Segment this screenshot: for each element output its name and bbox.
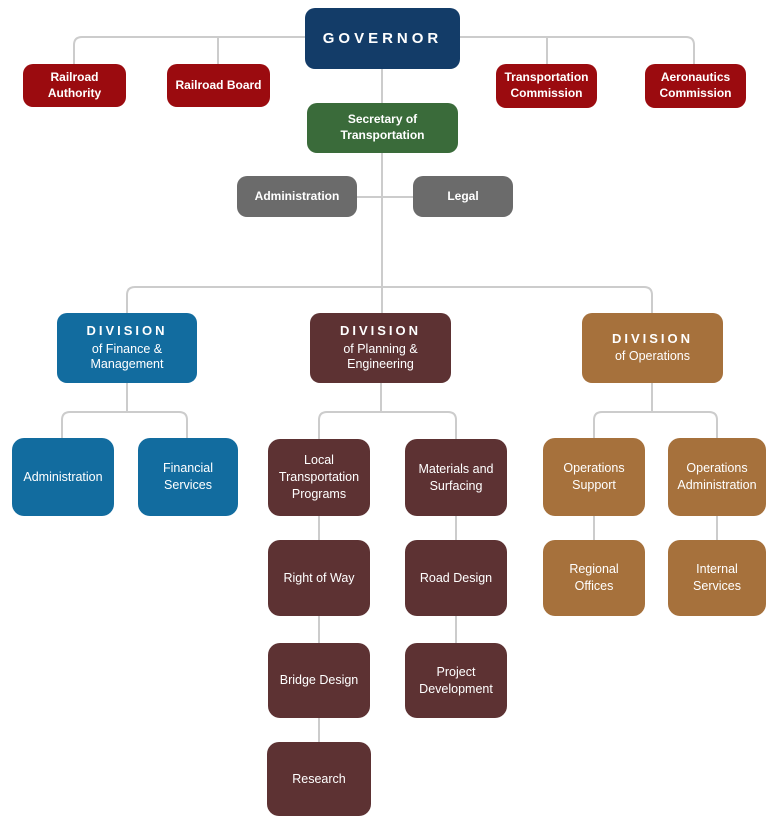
org-node-regional-offices: Regional Offices	[543, 540, 645, 616]
org-node-finance-administration: Administration	[12, 438, 114, 516]
division-subtitle: of Operations	[614, 349, 691, 364]
org-node-governor: GOVERNOR	[305, 8, 460, 69]
division-subtitle: of Finance & Management	[90, 341, 164, 372]
org-node-transportation-commission: Transportation Commission	[496, 64, 597, 108]
org-node-railroad-board: Railroad Board	[167, 64, 270, 107]
org-node-right-of-way: Right of Way	[268, 540, 370, 616]
org-node-operations-support: Operations Support	[543, 438, 645, 516]
division-title: DIVISION	[86, 323, 168, 339]
org-node-local-transportation-programs: Local Transportation Programs	[268, 439, 370, 516]
org-node-bridge-design: Bridge Design	[268, 643, 370, 718]
org-node-research: Research	[267, 742, 371, 816]
org-node-division-finance-management: DIVISION of Finance & Management	[57, 313, 197, 383]
org-node-railroad-authority: Railroad Authority	[23, 64, 126, 107]
org-node-road-design: Road Design	[405, 540, 507, 616]
org-node-division-operations: DIVISION of Operations	[582, 313, 723, 383]
org-node-secretary-of-transportation: Secretary of Transportation	[307, 103, 458, 153]
org-node-project-development: Project Development	[405, 643, 507, 718]
division-title: DIVISION	[611, 330, 694, 346]
org-node-internal-services: Internal Services	[668, 540, 766, 616]
org-node-legal: Legal	[413, 176, 513, 217]
org-node-aeronautics-commission: Aeronautics Commission	[645, 64, 746, 108]
division-subtitle: of Planning & Engineering	[343, 341, 418, 372]
org-node-financial-services: Financial Services	[138, 438, 238, 516]
org-node-materials-and-surfacing: Materials and Surfacing	[405, 439, 507, 516]
division-title: DIVISION	[339, 323, 422, 339]
org-node-division-planning-engineering: DIVISION of Planning & Engineering	[310, 313, 451, 383]
org-node-operations-administration: Operations Administration	[668, 438, 766, 516]
org-node-administration-staff: Administration	[237, 176, 357, 217]
